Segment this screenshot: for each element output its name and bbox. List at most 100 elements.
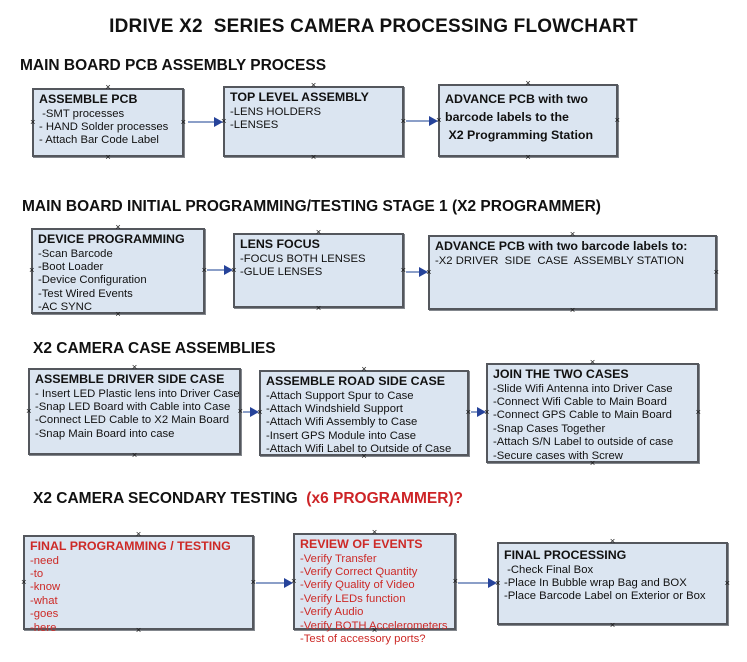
- section-heading-initial-programming: MAIN BOARD INITIAL PROGRAMMING/TESTING S…: [22, 198, 601, 215]
- box-title: FINAL PROCESSING: [504, 548, 627, 562]
- connection-handle-icon: ×: [361, 364, 367, 375]
- box-final-programming-testing: FINAL PROGRAMMING / TESTING -need-to-kno…: [21, 530, 256, 636]
- box-item: -Verify LEDs function: [300, 592, 406, 605]
- box-item: -GLUE LENSES: [240, 265, 323, 278]
- box-item: -know: [30, 581, 61, 594]
- box-top-level-assembly: TOP LEVEL ASSEMBLY -LENS HOLDERS-LENSES …: [221, 81, 406, 163]
- box-item: -Boot Loader: [38, 260, 104, 273]
- box-advance-pcb-programming-station: ADVANCE PCB with two barcode labels to th…: [436, 79, 620, 163]
- section-heading-case-assemblies: X2 CAMERA CASE ASSEMBLIES: [33, 340, 276, 357]
- connection-handle-icon: ×: [29, 265, 35, 276]
- section-heading-secondary-testing: X2 CAMERA SECONDARY TESTING (x6 PROGRAMM…: [33, 490, 463, 508]
- box-item-list: -need-to-know-what-goes-here: [30, 555, 247, 635]
- box-item: -Snap LED Board with Cable into Case: [35, 400, 231, 413]
- box-item: -Verify Quality of Video: [300, 579, 415, 592]
- flow-arrow: [207, 265, 233, 275]
- box-item: -here: [30, 621, 57, 634]
- box-item: -Check Final Box: [504, 563, 594, 576]
- box-title: ASSEMBLE DRIVER SIDE CASE: [35, 372, 225, 386]
- connection-handle-icon: ×: [315, 227, 322, 238]
- flow-arrow: [406, 267, 428, 277]
- box-item-list: -Attach Support Spur to Case-Attach Wind…: [266, 390, 462, 457]
- box-item: -LENSES: [230, 118, 279, 131]
- connection-handle-icon: ×: [609, 620, 616, 631]
- connection-handle-icon: ×: [135, 529, 142, 540]
- box-item-list: -Scan Barcode-Boot Loader-Device Configu…: [38, 248, 198, 315]
- connection-handle-icon: ×: [115, 222, 121, 233]
- connection-handle-icon: ×: [695, 407, 701, 418]
- box-item: -Attach Wifi Label to Outside of Case: [266, 443, 452, 456]
- box-title: FINAL PROGRAMMING / TESTING: [30, 539, 231, 553]
- box-item-list: -X2 DRIVER SIDE CASE ASSEMBLY STATION: [435, 255, 710, 268]
- box-item: -goes: [30, 608, 59, 621]
- box-item: - Attach Bar Code Label: [39, 134, 159, 147]
- connection-handle-icon: ×: [589, 357, 596, 368]
- flow-arrow: [256, 578, 293, 588]
- box-item-list: -SMT processes- HAND Solder processes- A…: [39, 108, 177, 148]
- box-item-list: -Check Final Box-Place In Bubble wrap Ba…: [504, 564, 721, 604]
- box-item: -Connect Wifi Cable to Main Board: [493, 395, 667, 408]
- flow-arrow: [243, 407, 259, 417]
- box-item-list: -FOCUS BOTH LENSES-GLUE LENSES: [240, 253, 397, 280]
- box-item: -Connect LED Cable to X2 Main Board: [35, 414, 230, 427]
- box-item: -Insert GPS Module into Case: [266, 429, 417, 442]
- connection-handle-icon: ×: [105, 82, 111, 93]
- box-item: -Test of accessory ports?: [300, 632, 426, 645]
- flow-arrow: [458, 578, 497, 588]
- box-title: TOP LEVEL ASSEMBLY: [230, 90, 369, 104]
- box-title: DEVICE PROGRAMMING: [38, 232, 185, 246]
- connection-handle-icon: ×: [26, 405, 32, 417]
- box-item: X2 Programming Station: [445, 128, 594, 142]
- box-title: ADVANCE PCB with two barcode labels to:: [435, 239, 688, 253]
- box-item: ADVANCE PCB with two: [445, 92, 588, 106]
- box-title: JOIN THE TWO CASES: [493, 367, 629, 381]
- connection-handle-icon: ×: [315, 303, 322, 314]
- box-title: ASSEMBLE ROAD SIDE CASE: [266, 374, 445, 388]
- box-item: -Attach Windshield Support: [266, 402, 403, 415]
- connection-handle-icon: ×: [310, 152, 317, 163]
- box-item: -Test Wired Events: [38, 287, 133, 300]
- box-item: -AC SYNC: [38, 301, 92, 314]
- box-item: - HAND Solder processes: [39, 120, 169, 133]
- box-final-processing: FINAL PROCESSING -Check Final Box-Place …: [495, 537, 730, 631]
- box-device-programming: DEVICE PROGRAMMING -Scan Barcode-Boot Lo…: [29, 223, 207, 320]
- connection-handle-icon: ×: [713, 266, 719, 278]
- section-heading-pcb-assembly: MAIN BOARD PCB ASSEMBLY PROCESS: [20, 57, 327, 74]
- heading-black-part: X2 CAMERA SECONDARY TESTING: [33, 490, 307, 507]
- box-review-of-events: REVIEW OF EVENTS -Verify Transfer-Verify…: [291, 528, 458, 645]
- box-item: barcode labels to the: [445, 110, 569, 124]
- box-item: -Place Barcode Label on Exterior or Box: [504, 590, 706, 603]
- box-item: -need: [30, 554, 59, 567]
- box-item: -Secure cases with Screw: [493, 449, 623, 462]
- box-item: -Verify BOTH Accelerometers: [300, 619, 448, 632]
- connection-handle-icon: ×: [614, 114, 620, 126]
- box-item-list: -LENS HOLDERS-LENSES: [230, 106, 397, 133]
- box-item: -Attach Wifi Assembly to Case: [266, 416, 418, 429]
- box-item: -Verify Audio: [300, 606, 364, 619]
- connection-handle-icon: ×: [569, 229, 576, 240]
- connection-handle-icon: ×: [180, 116, 186, 128]
- box-item: -Scan Barcode: [38, 247, 113, 260]
- flow-arrow: [406, 116, 438, 126]
- box-item: -X2 DRIVER SIDE CASE ASSEMBLY STATION: [435, 254, 685, 267]
- box-item-list: ADVANCE PCB with two barcode labels to th…: [445, 90, 611, 144]
- connection-handle-icon: ×: [105, 152, 111, 163]
- box-item: -Attach Support Spur to Case: [266, 389, 414, 402]
- box-item: -to: [30, 567, 44, 580]
- connection-handle-icon: ×: [569, 305, 576, 316]
- box-item: -LENS HOLDERS: [230, 105, 322, 118]
- box-join-the-two-cases: JOIN THE TWO CASES -Slide Wifi Antenna i…: [484, 358, 701, 469]
- connection-handle-icon: ×: [609, 536, 616, 547]
- box-item: -Connect GPS Cable to Main Board: [493, 409, 672, 422]
- connection-handle-icon: ×: [371, 527, 378, 538]
- box-item-list: -Verify Transfer-Verify Correct Quantity…: [300, 553, 449, 647]
- box-item: -what: [30, 594, 58, 607]
- box-assemble-road-side-case: ASSEMBLE ROAD SIDE CASE -Attach Support …: [257, 365, 471, 462]
- connection-handle-icon: ×: [131, 362, 138, 373]
- flow-arrow: [471, 407, 486, 417]
- box-assemble-driver-side-case: ASSEMBLE DRIVER SIDE CASE - Insert LED P…: [26, 363, 243, 461]
- box-item: -Verify Correct Quantity: [300, 565, 418, 578]
- box-title: ASSEMBLE PCB: [39, 92, 138, 106]
- box-assemble-pcb: ASSEMBLE PCB -SMT processes- HAND Solder…: [30, 83, 186, 163]
